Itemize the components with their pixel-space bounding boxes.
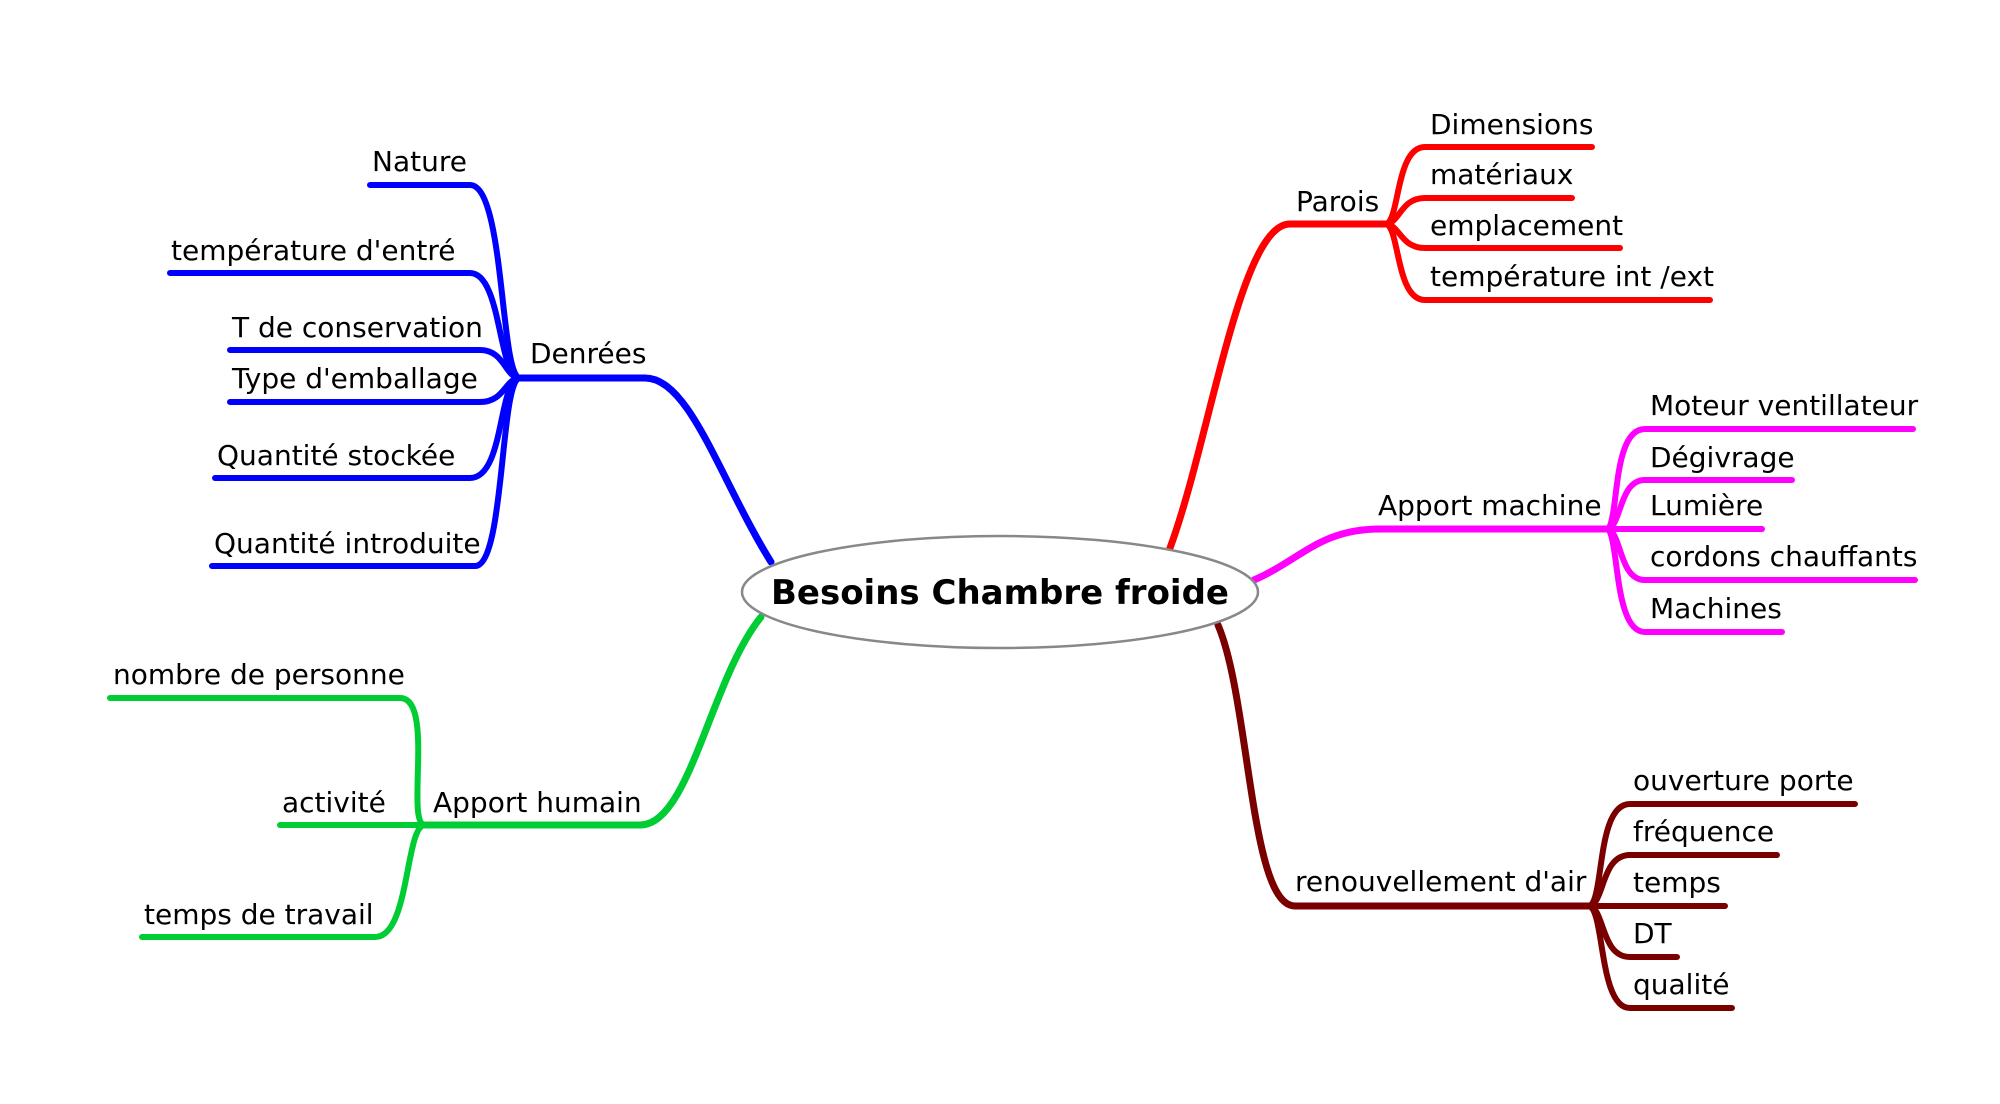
leaf-temps[interactable]: temps <box>1633 866 1721 899</box>
branch-renouvellement: renouvellement d'air ouverture porte fré… <box>1214 621 1858 1011</box>
branch-label-apport-humain[interactable]: Apport humain <box>433 786 642 819</box>
branch-denrees: Denrées Nature température d'entré T de … <box>167 145 775 569</box>
leaf-temps-travail[interactable]: temps de travail <box>144 898 374 931</box>
leaf-temperature-int-ext[interactable]: température int /ext <box>1430 260 1714 293</box>
leaf-nombre-personne[interactable]: nombre de personne <box>113 658 405 691</box>
leaf-line-machines <box>1603 526 1785 635</box>
branch-label-apport-machine[interactable]: Apport machine <box>1378 489 1602 522</box>
leaf-frequence[interactable]: fréquence <box>1633 815 1774 848</box>
connector-center-denrees <box>516 374 775 566</box>
leaf-line-quantite-introduite <box>209 375 523 569</box>
leaf-type-emballage[interactable]: Type d'emballage <box>231 362 478 395</box>
leaf-quantite-introduite[interactable]: Quantité introduite <box>214 527 481 560</box>
leaf-activite[interactable]: activité <box>282 786 386 819</box>
branch-label-parois[interactable]: Parois <box>1296 185 1379 218</box>
leaf-machines[interactable]: Machines <box>1650 592 1782 625</box>
leaf-ouverture-porte[interactable]: ouverture porte <box>1633 764 1854 797</box>
leaf-line-nombre-personne <box>107 695 428 828</box>
connector-center-apport-humain <box>421 613 765 829</box>
leaf-degivrage[interactable]: Dégivrage <box>1650 441 1795 474</box>
center-node[interactable]: Besoins Chambre froide <box>740 534 1260 650</box>
leaf-line-temperature-int-ext <box>1382 221 1713 303</box>
leaf-cordons-chauffants[interactable]: cordons chauffants <box>1650 540 1918 573</box>
leaf-nature[interactable]: Nature <box>372 145 467 178</box>
leaf-t-conservation[interactable]: T de conservation <box>231 311 483 344</box>
branch-apport-humain: Apport humain nombre de personne activit… <box>107 613 765 940</box>
branch-apport-machine: Apport machine Moteur ventillateur Dégiv… <box>1250 389 1919 635</box>
branch-label-denrees[interactable]: Denrées <box>530 337 646 370</box>
leaf-line-temps-travail <box>139 822 428 940</box>
branch-label-renouvellement[interactable]: renouvellement d'air <box>1295 865 1587 898</box>
connector-center-parois <box>1166 220 1389 552</box>
leaf-lumiere[interactable]: Lumière <box>1650 489 1763 522</box>
leaf-materiaux[interactable]: matériaux <box>1430 158 1573 191</box>
leaf-dimensions[interactable]: Dimensions <box>1430 108 1593 141</box>
branch-parois: Parois Dimensions matériaux emplacement … <box>1166 108 1714 552</box>
leaf-qualite[interactable]: qualité <box>1633 968 1729 1001</box>
center-label: Besoins Chambre froide <box>771 573 1229 613</box>
leaf-emplacement[interactable]: emplacement <box>1430 209 1623 242</box>
leaf-dt[interactable]: DT <box>1633 917 1673 950</box>
connector-center-apport-machine <box>1250 525 1610 584</box>
leaf-line-qualite <box>1585 903 1735 1011</box>
leaf-quantite-stockee[interactable]: Quantité stockée <box>217 439 455 472</box>
connector-center-renouvellement <box>1214 621 1592 910</box>
center-ellipse <box>740 534 1260 650</box>
leaf-temperature-entre[interactable]: température d'entré <box>171 234 455 267</box>
leaf-moteur-ventillateur[interactable]: Moteur ventillateur <box>1650 389 1919 422</box>
